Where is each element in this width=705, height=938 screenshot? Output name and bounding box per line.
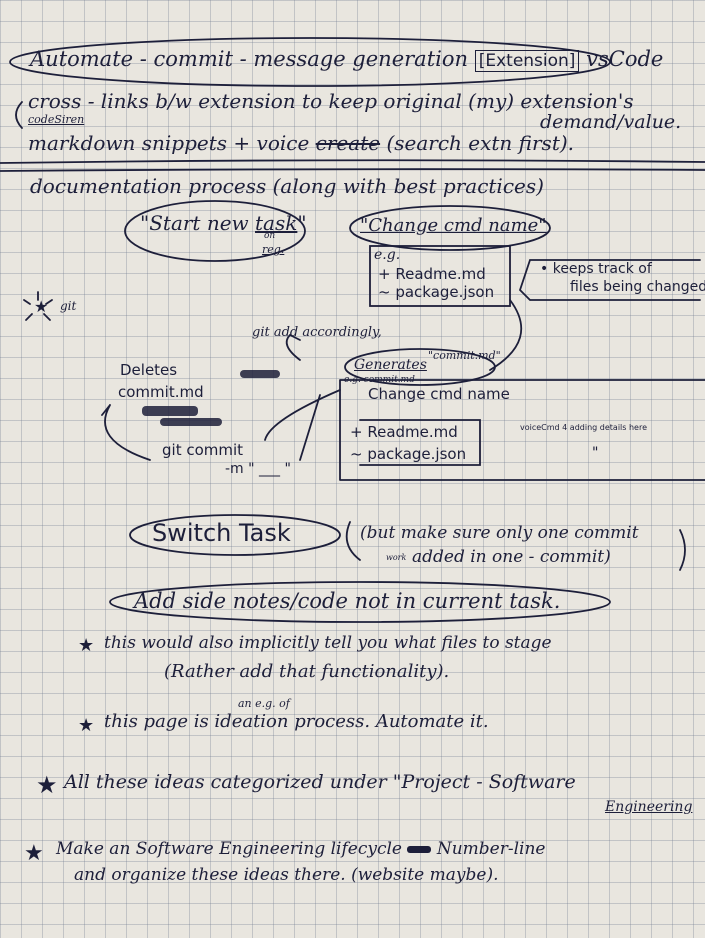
git-add-label: git add accordingly,: [252, 325, 382, 340]
codesiren-label: codeSiren: [28, 113, 85, 126]
box-title: Change cmd name: [368, 385, 510, 403]
star4-text: Make an Software Engineering lifecycle: [56, 839, 402, 859]
box-package: ~ package.json: [350, 445, 467, 463]
start-task-label: "Start new task": [140, 212, 307, 234]
switch-small: work: [386, 553, 407, 562]
line-1-text: Automate - commit - message generation: [30, 47, 469, 71]
line-3-text: markdown snippets + voice: [28, 131, 310, 155]
keeps-track-b: files being changed: [570, 279, 705, 295]
star4-line-c: and organize these ideas there. (website…: [74, 865, 499, 885]
commit-md-label: "commit.md": [428, 349, 501, 362]
task-word: task: [255, 211, 298, 235]
readme-add: + Readme.md: [378, 265, 486, 283]
arrow-deletes: [101, 404, 151, 461]
switch-note-b: added in one - commit): [412, 547, 611, 567]
struck-word: create: [315, 131, 381, 155]
git-commit-label: git commit: [162, 441, 244, 459]
star3-line-a: All these ideas categorized under "Proje…: [64, 771, 576, 793]
note-line-4: documentation process (along with best p…: [30, 174, 544, 198]
divider-1: [0, 159, 705, 164]
scribble-1: [240, 370, 280, 378]
box-files: [359, 419, 481, 466]
oval-start-task: [124, 200, 306, 262]
add-side-notes: Add side notes/code not in current task.: [134, 589, 561, 613]
box-readme: + Readme.md: [350, 423, 458, 441]
voicecmd-note: voiceCmd 4 adding details here: [520, 423, 647, 432]
start-new-text: "Start new: [140, 211, 249, 235]
arrow-git-add: [285, 334, 301, 361]
star-icon: ★: [36, 771, 58, 799]
reg-label: reg.: [262, 243, 285, 256]
ditto-mark: ": [592, 445, 599, 461]
generates-label: Generates: [354, 357, 427, 373]
star-icon: ★: [24, 841, 44, 866]
bracket-switch-note: [345, 521, 686, 571]
quote-mark: ": [297, 211, 307, 235]
oval-line-1: [9, 37, 611, 87]
git-star-label: git: [60, 299, 77, 313]
line-3-tail: (search extn first).: [386, 131, 575, 155]
box-commit: [339, 379, 705, 481]
scribble-3: [160, 418, 222, 426]
deletes-label: Deletes: [120, 361, 178, 379]
box-eg: [369, 245, 511, 307]
star4-line: Make an Software Engineering lifecycle N…: [56, 840, 545, 859]
scribble-2: [142, 406, 198, 416]
oval-add-side: [109, 581, 611, 623]
star-icon: ★: [78, 715, 95, 736]
star-icon: ★: [78, 635, 95, 656]
star2-line: this page is ideation process. Automate …: [104, 711, 489, 732]
eg-label: e.g.: [374, 247, 401, 263]
callout-keeps: [519, 259, 701, 301]
star2-small: an e.g. of: [238, 697, 290, 710]
git-commit-flag: -m " ___ ": [225, 461, 291, 477]
oval-change-cmd: [349, 205, 551, 251]
arrow-crosslinks: [15, 101, 23, 129]
box-eg-label: e.g. commit.md: [344, 375, 415, 385]
star3-line-b: Engineering: [605, 799, 693, 815]
keeps-track-a: • keeps track of: [540, 261, 652, 277]
star-icon: ★: [34, 297, 49, 316]
switch-task-label: Switch Task: [152, 519, 291, 547]
starburst: [23, 291, 53, 321]
vscode-label: vsCode: [586, 47, 664, 71]
star1-line-b: (Rather add that functionality).: [164, 661, 450, 682]
arrow-git-commit-2: [299, 394, 321, 461]
extension-tag: [Extension]: [474, 50, 580, 72]
arrow-git-commit: [264, 389, 341, 441]
note-line-2-tail: demand/value.: [540, 111, 682, 133]
divider-2: [0, 168, 705, 172]
deletes-file: commit.md: [118, 383, 204, 401]
package-mod: ~ package.json: [378, 283, 495, 301]
star4-number-line: Number-line: [436, 839, 546, 859]
note-line-2: cross - links b/w extension to keep orig…: [28, 89, 634, 113]
on-label: on: [264, 231, 276, 241]
arrow-to-generates: [489, 299, 523, 371]
note-line-1: Automate - commit - message generation […: [30, 47, 664, 72]
star1-line-a: this would also implicitly tell you what…: [104, 633, 552, 653]
scribble-4: [407, 846, 432, 853]
oval-switch: [129, 514, 341, 556]
change-cmd-label: "Change cmd name": [360, 215, 547, 236]
switch-note-a: (but make sure only one commit: [360, 523, 639, 543]
note-line-3: markdown snippets + voice create (search…: [28, 132, 574, 154]
